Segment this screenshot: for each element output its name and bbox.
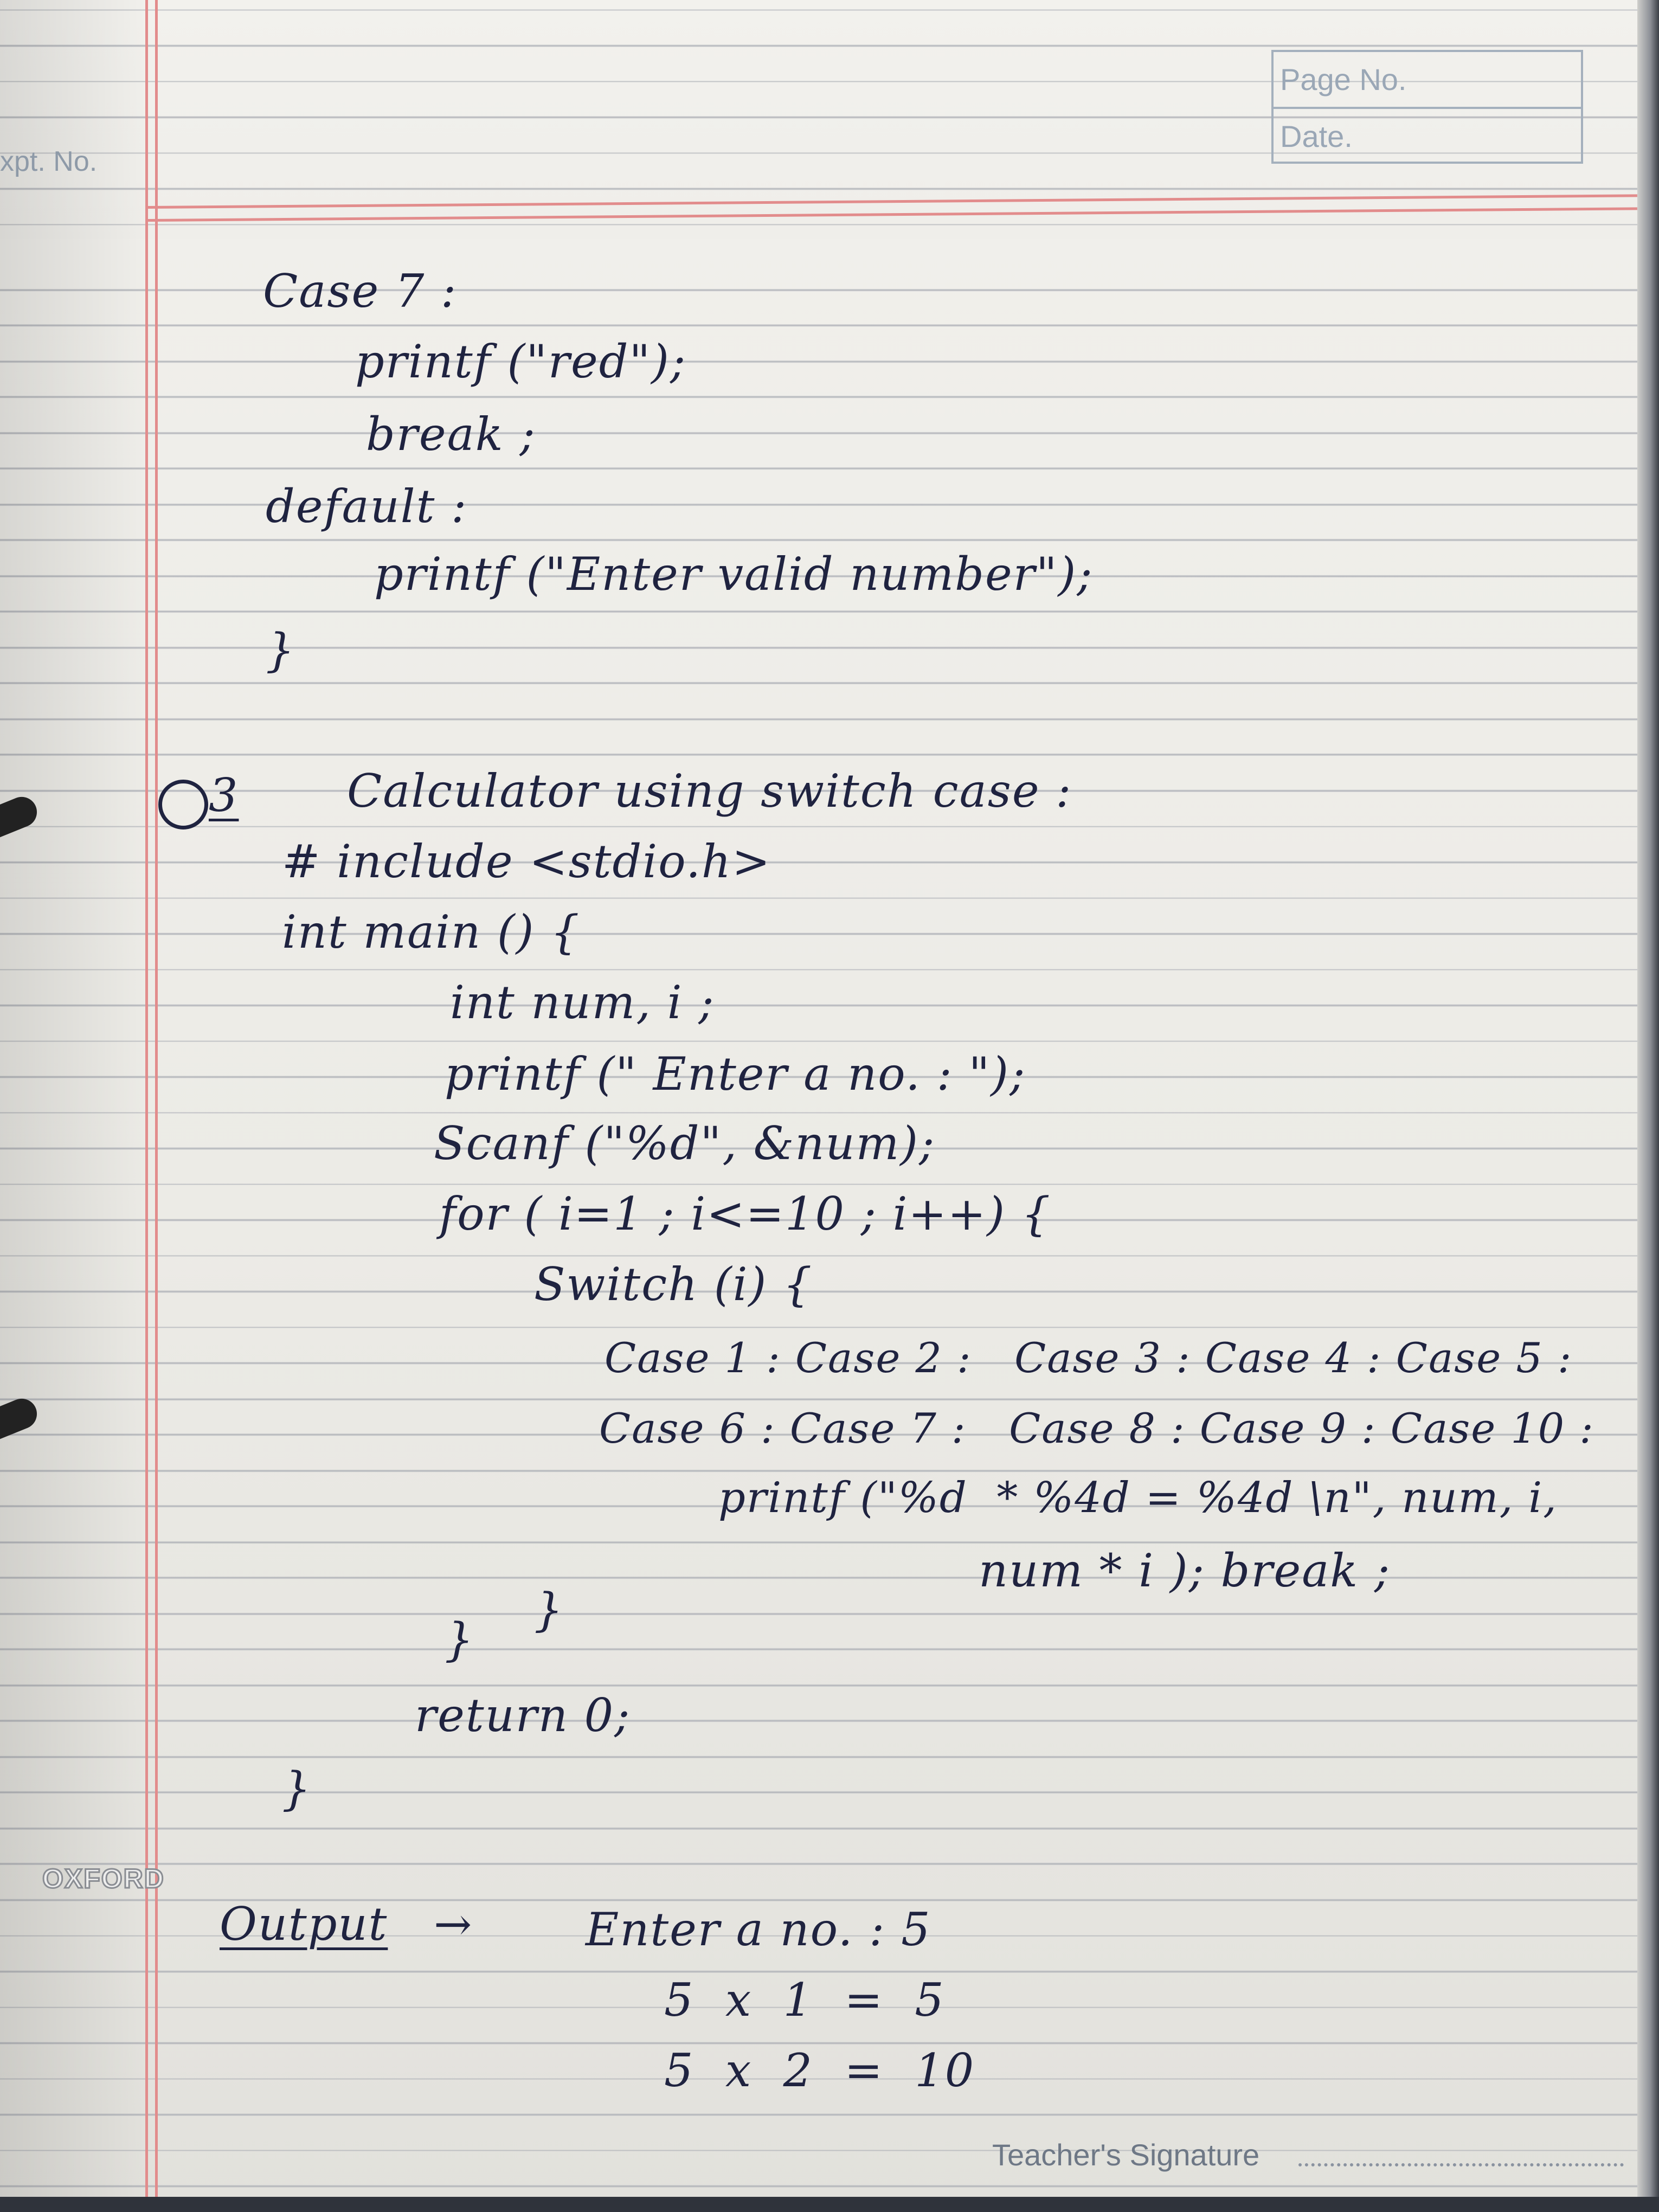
code-printf-table: printf ("%d * %4d = %4d \n", num, i,: [718, 1474, 1558, 1522]
code-main: int main () {: [282, 905, 581, 959]
page-date-box: Page No. Date.: [1271, 50, 1583, 164]
expt-no-label: xpt. No.: [0, 146, 98, 177]
code-line-close-brace: }: [266, 623, 296, 677]
code-scanf: Scanf ("%d", &num);: [434, 1117, 936, 1170]
code-line-printf-red: printf ("red");: [355, 335, 687, 388]
question-circle-icon: [158, 780, 208, 829]
code-for-loop: for ( i=1 ; i<=10 ; i++) {: [439, 1187, 1052, 1240]
teacher-signature-label: Teacher's Signature: [992, 2138, 1260, 2172]
code-close-main: }: [282, 1762, 312, 1815]
signature-dotted-line: [1298, 2163, 1624, 2166]
margin-line-right: [155, 0, 158, 2212]
page-edge-shadow: [1637, 0, 1659, 2212]
output-line-2: 5 x 1 = 5: [664, 1973, 945, 2027]
code-close-switch: }: [534, 1583, 564, 1636]
code-line-break: break ;: [366, 408, 536, 461]
code-num-times-i: num * i ); break ;: [979, 1544, 1391, 1597]
code-line-case7: Case 7 :: [263, 265, 458, 318]
output-line-3: 5 x 2 = 10: [664, 2044, 975, 2097]
margin-shadow: [0, 0, 152, 2212]
margin-line-left: [145, 0, 148, 2212]
output-arrow: →: [434, 1898, 473, 1951]
oxford-logo: OXFORD: [42, 1863, 165, 1895]
output-line-1: Enter a no. : 5: [586, 1903, 931, 1956]
code-line-default: default :: [266, 480, 468, 533]
code-include: # include <stdio.h>: [282, 835, 771, 888]
code-cases-6-10: Case 6 : Case 7 : Case 8 : Case 9 : Case…: [599, 1404, 1594, 1452]
code-line-printf-invalid: printf ("Enter valid number");: [374, 548, 1094, 601]
question-number: 3: [209, 769, 239, 822]
output-label: Output: [220, 1898, 388, 1951]
code-close-for: }: [445, 1613, 475, 1666]
bottom-edge: [0, 2197, 1659, 2212]
code-declare: int num, i ;: [450, 976, 715, 1029]
code-switch: Switch (i) {: [534, 1258, 813, 1311]
code-return: return 0;: [415, 1689, 631, 1742]
question-title: Calculator using switch case :: [347, 764, 1072, 818]
code-printf-prompt: printf (" Enter a no. : ");: [445, 1047, 1026, 1101]
page-no-label: Page No.: [1280, 62, 1407, 97]
code-cases-1-5: Case 1 : Case 2 : Case 3 : Case 4 : Case…: [605, 1334, 1573, 1382]
date-label: Date.: [1274, 107, 1581, 162]
